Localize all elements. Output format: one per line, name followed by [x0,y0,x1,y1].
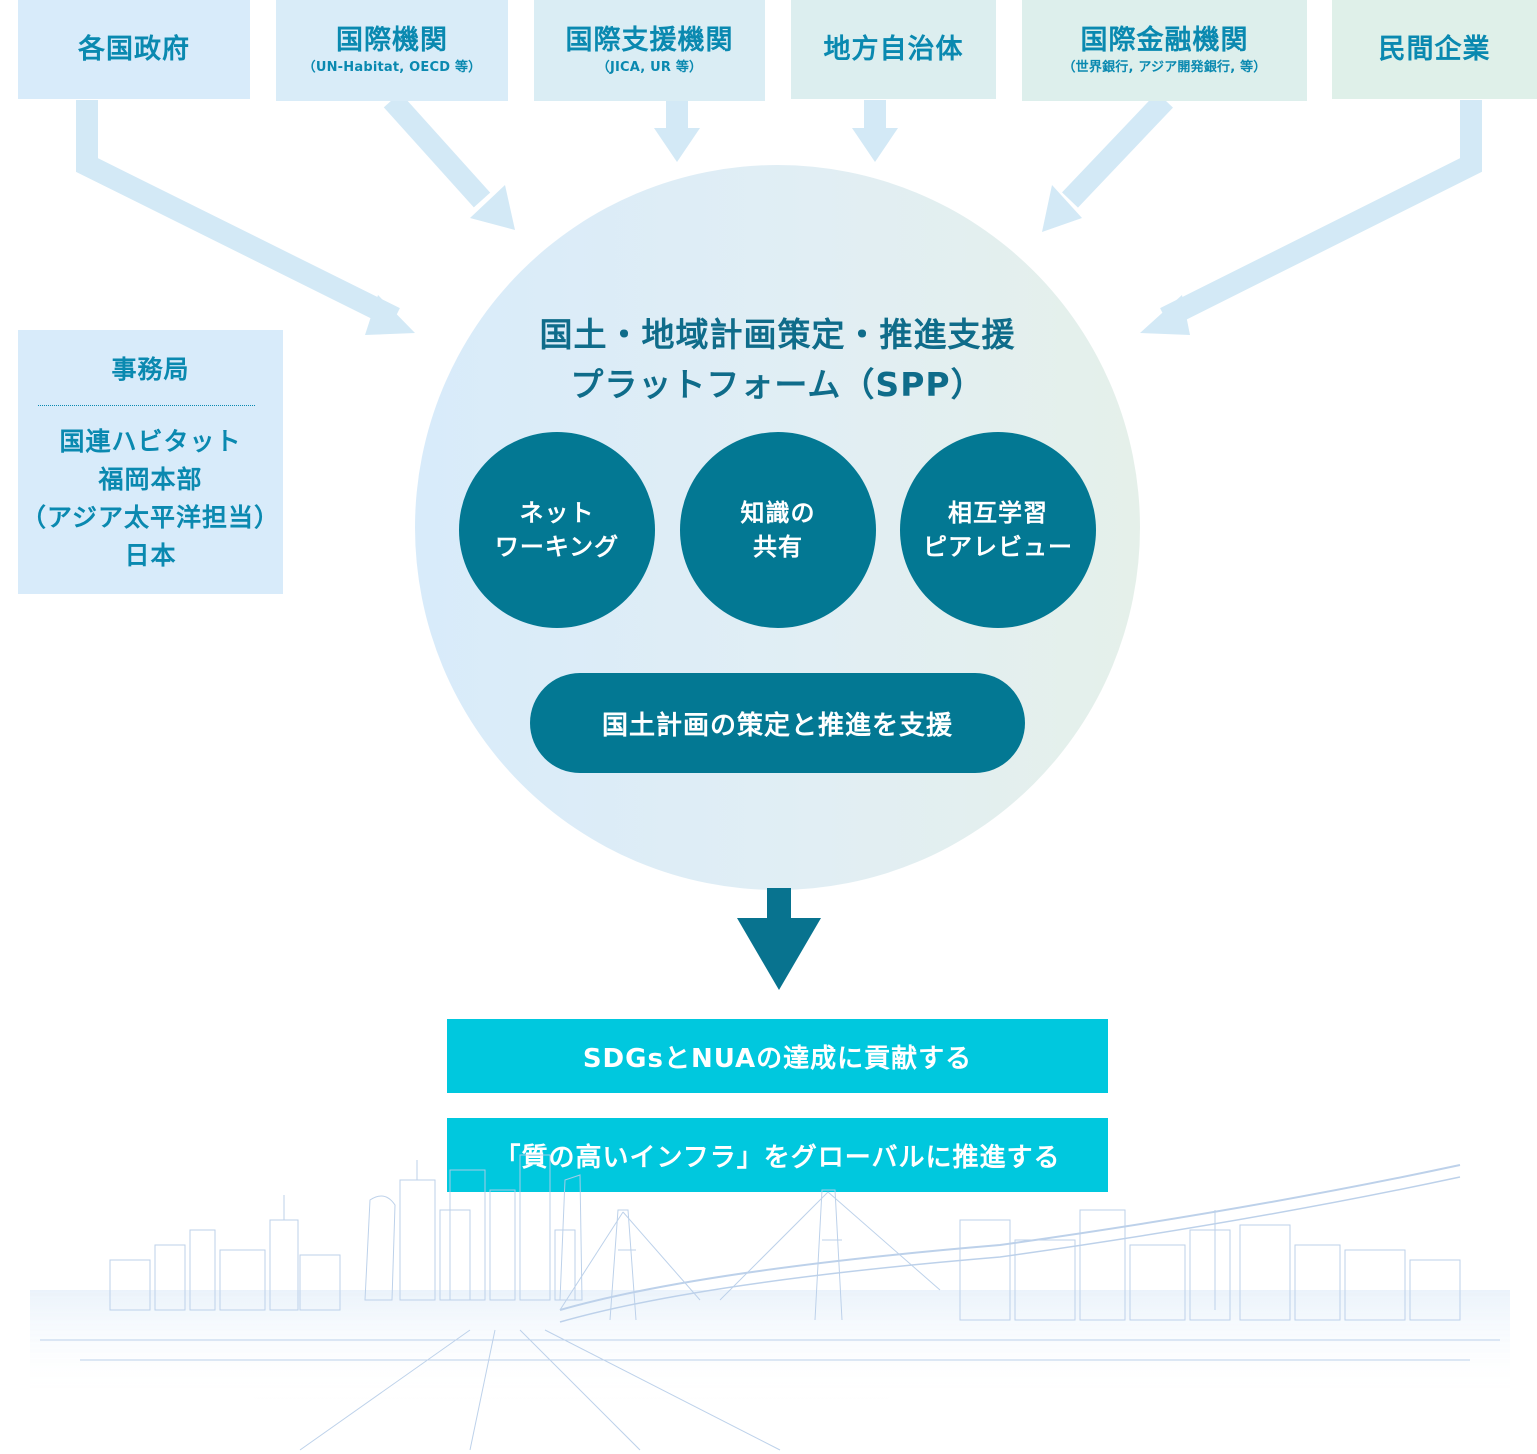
arrow-shaft-intl-orgs [383,92,491,208]
arrow-head-intl-aid [654,128,700,162]
stakeholder-local-gov: 地方自治体 [791,0,996,99]
arrow-shaft-governments [76,100,400,328]
stakeholder-label: 各国政府 [78,33,190,65]
stakeholder-label: 国際金融機関 [1080,24,1249,56]
secretariat-line: （アジア太平洋担当） [20,503,280,532]
pillar-peer-review: 相互学習 ピアレビュー [900,432,1096,628]
stakeholder-examples: （世界銀行, アジア開発銀行, 等） [1062,59,1267,75]
stakeholder-label: 国際機関 [336,24,448,56]
pillar-label: 知識の [740,499,816,527]
stakeholder-label: 民間企業 [1378,33,1491,65]
pillar-label: 相互学習 [948,499,1048,527]
goal-quality-infrastructure: 「質の高いインフラ」をグローバルに推進する [447,1118,1108,1192]
city-skyline-illustration [30,1154,1510,1451]
pillar-label: ネット [519,499,595,527]
secretariat-box: 事務局 国連ハビタット 福岡本部 （アジア太平洋担当） 日本 [18,330,283,594]
secretariat-label: 事務局 [111,355,190,384]
stakeholder-ifi: 国際金融機関 （世界銀行, アジア開発銀行, 等） [1022,0,1307,101]
arrow-head-governments [365,295,415,335]
arrow-head-intl-orgs [470,185,515,230]
pillar-knowledge-sharing: 知識の 共有 [680,432,876,628]
stakeholder-label: 地方自治体 [823,33,964,65]
stakeholder-examples: （JICA, UR 等） [596,59,703,75]
secretariat-line: 福岡本部 [98,465,203,494]
stakeholder-intl-aid: 国際支援機関 （JICA, UR 等） [534,0,765,101]
stakeholder-private: 民間企業 [1332,0,1537,99]
arrow-head-ifi [1042,185,1082,232]
secretariat-line: 日本 [124,541,177,570]
stakeholder-arrows [76,92,1482,990]
secretariat-body: 国連ハビタット 福岡本部 （アジア太平洋担当） 日本 [18,423,283,575]
pillar-label: ピアレビュー [923,533,1073,561]
secretariat-divider [38,405,255,406]
pillar-label: ワーキング [494,533,620,561]
stakeholder-governments: 各国政府 [18,0,250,99]
output-arrow-shaft [767,888,791,920]
support-pill: 国土計画の策定と推進を支援 [530,673,1025,773]
stakeholder-examples: （UN-Habitat, OECD 等） [302,59,482,75]
goal-sdgs-nua: SDGsとNUAの達成に貢献する [447,1019,1108,1093]
pillar-label: 共有 [753,533,803,561]
stakeholder-label: 国際支援機関 [565,24,734,56]
secretariat-line: 国連ハビタット [59,427,242,456]
platform-title: 国土・地域計画策定・推進支援 プラットフォーム（SPP） [415,310,1140,410]
arrow-shaft-private [1160,100,1482,328]
pillar-networking: ネット ワーキング [459,432,655,628]
arrow-head-private [1140,295,1190,335]
stakeholder-intl-orgs: 国際機関 （UN-Habitat, OECD 等） [276,0,508,101]
arrow-head-local-gov [852,128,898,162]
platform-title-line: プラットフォーム（SPP） [570,365,985,404]
output-arrow-head [737,918,821,990]
platform-title-line: 国土・地域計画策定・推進支援 [539,315,1016,354]
arrow-shaft-ifi [1062,92,1173,208]
